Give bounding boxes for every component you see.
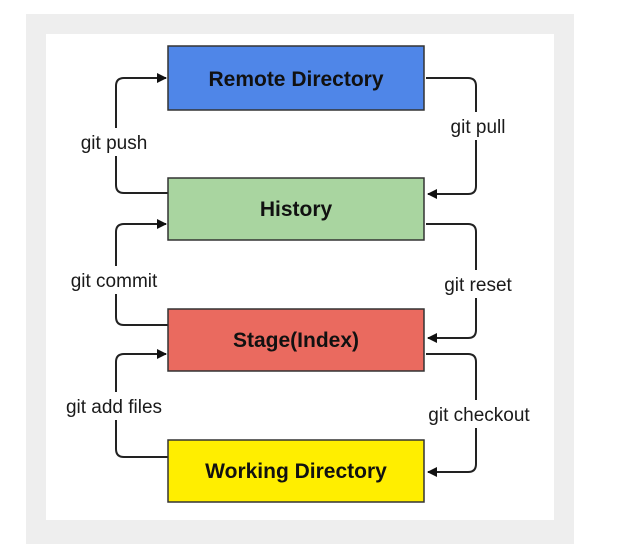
git-commit-label-bg	[54, 266, 174, 294]
remote-directory-box	[167, 45, 425, 111]
git-add-files-label-bg	[50, 392, 180, 420]
git-add-files-label: git add files	[66, 397, 162, 418]
stage-label: Stage(Index)	[233, 329, 359, 352]
git-push-label: git push	[81, 133, 148, 154]
stage-box	[167, 308, 425, 372]
remote-directory-node: Remote Directory	[167, 45, 425, 111]
remote-directory-label: Remote Directory	[208, 68, 383, 91]
git-pull-label: git pull	[451, 117, 506, 138]
git-push-label-bg	[70, 128, 160, 156]
git-checkout-label-bg	[414, 400, 544, 428]
git-checkout-label: git checkout	[428, 405, 530, 426]
stage-node: Stage(Index)	[167, 308, 425, 372]
git-pull-label-bg	[438, 112, 518, 140]
working-directory-node: Working Directory	[167, 439, 425, 503]
history-node: History	[167, 177, 425, 241]
working-directory-box	[167, 439, 425, 503]
git-reset-label-bg	[432, 270, 524, 298]
history-box	[167, 177, 425, 241]
history-label: History	[260, 198, 333, 221]
git-reset-label: git reset	[444, 275, 512, 296]
git-commit-label: git commit	[71, 271, 158, 292]
working-directory-label: Working Directory	[205, 460, 387, 483]
